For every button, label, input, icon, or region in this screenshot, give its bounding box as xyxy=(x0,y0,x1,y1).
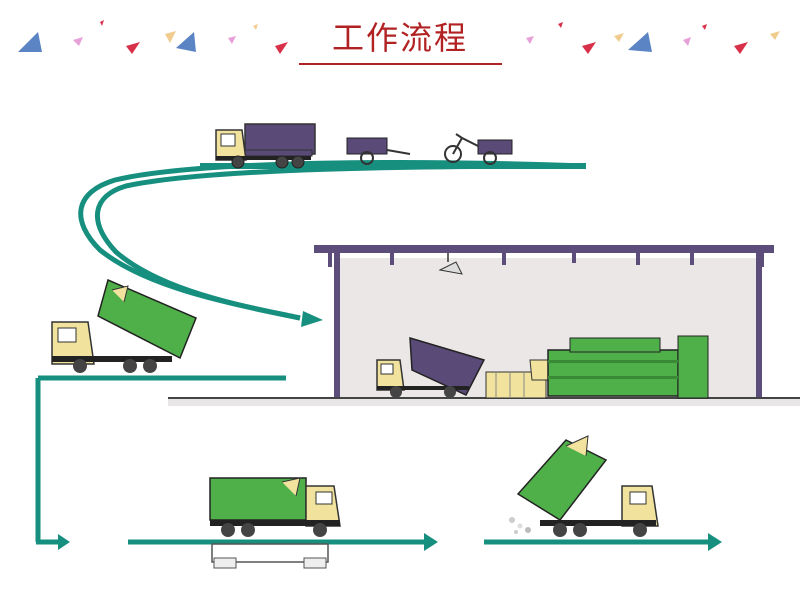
hand-cart xyxy=(346,137,411,165)
compactor-truck xyxy=(215,123,316,169)
container xyxy=(547,335,709,399)
ceiling-lamp-icon xyxy=(438,253,463,275)
hook-lift-truck-unloading xyxy=(509,435,659,537)
dump-truck xyxy=(376,336,486,398)
hook-lift-truck-weighing xyxy=(209,477,341,537)
hook-lift-truck-loaded xyxy=(51,278,197,373)
flow-arrow-bottom-left xyxy=(58,534,70,550)
tricycle-cart xyxy=(444,133,513,165)
compactor-station xyxy=(485,359,551,399)
waste-pile xyxy=(509,517,531,534)
bunting-decoration-left xyxy=(18,20,288,54)
flow-arrow-into-station xyxy=(301,311,323,327)
page-title: 工作流程 xyxy=(331,19,468,57)
flow-arrow-disposal xyxy=(708,533,722,551)
flow-arrow-weighing xyxy=(424,533,438,551)
title-underline xyxy=(299,63,502,65)
weighbridge xyxy=(211,543,329,569)
bunting-decoration-right xyxy=(526,22,780,54)
